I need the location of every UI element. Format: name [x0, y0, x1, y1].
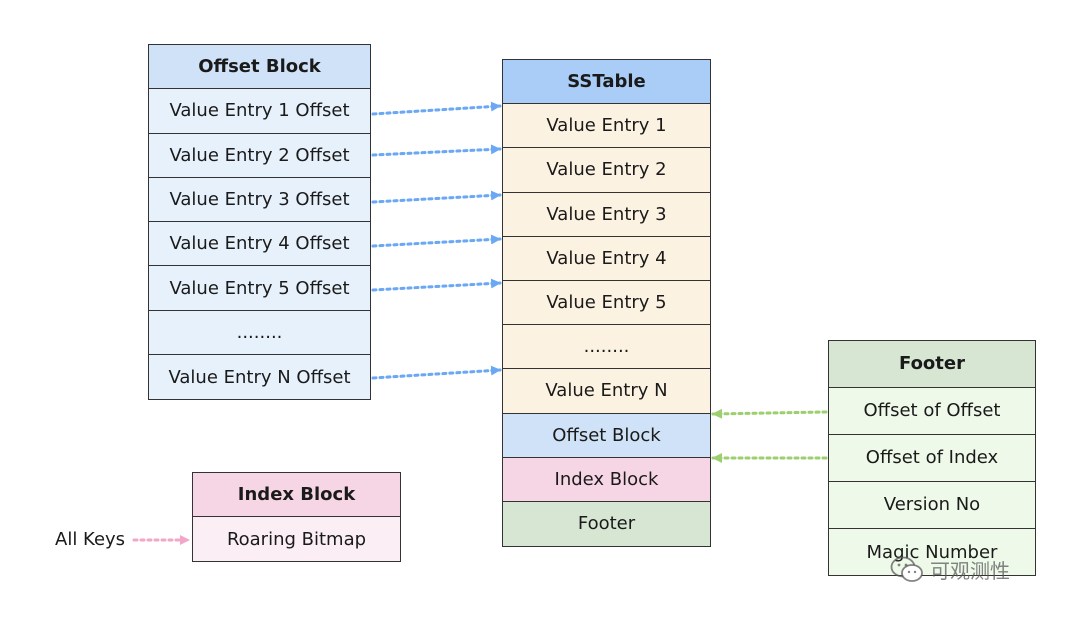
all-keys-label: All Keys [55, 529, 126, 550]
sstable-value-entry-n: Value Entry N [503, 369, 710, 414]
offset-row-3: Value Entry 3 Offset [149, 177, 370, 223]
offset-block-table: Offset Block Value Entry 1 Offset Value … [148, 44, 371, 400]
offset-row-5: Value Entry 5 Offset [149, 266, 370, 311]
arrow-offset-1 [371, 101, 502, 116]
arrow-offset-3 [371, 190, 502, 204]
index-roaring-bitmap: Roaring Bitmap [193, 517, 400, 562]
footer-offset-of-index: Offset of Index [829, 434, 1035, 482]
sstable-footer: Footer [503, 501, 710, 547]
sstable-value-entry-3: Value Entry 3 [503, 192, 710, 237]
wechat-icon [890, 556, 923, 582]
watermark: 可观测性 [890, 555, 1010, 584]
arrow-offset-n [371, 365, 502, 380]
arrow-footer-offset [711, 408, 828, 419]
arrow-offset-4 [371, 234, 502, 248]
sstable-offset-block: Offset Block [503, 413, 710, 458]
sstable-value-entry-2: Value Entry 2 [503, 148, 710, 193]
footer-version-no: Version No [829, 481, 1035, 529]
watermark-text: 可观测性 [930, 559, 1010, 583]
offset-row-n: Value Entry N Offset [149, 355, 370, 400]
footer-offset-of-offset: Offset of Offset [829, 387, 1035, 435]
sstable-value-entry-4: Value Entry 4 [503, 236, 710, 281]
sstable-value-entry-5: Value Entry 5 [503, 280, 710, 326]
sstable-value-entry-1: Value Entry 1 [503, 104, 710, 149]
sstable-title: SSTable [503, 60, 710, 105]
footer-title: Footer [829, 341, 1035, 388]
offset-row-4: Value Entry 4 Offset [149, 222, 370, 267]
sstable-index-block: Index Block [503, 457, 710, 502]
offset-row-2: Value Entry 2 Offset [149, 133, 370, 178]
index-block-table: Index Block Roaring Bitmap [192, 472, 401, 562]
sstable-table: SSTable Value Entry 1 Value Entry 2 Valu… [502, 59, 711, 547]
index-block-title: Index Block [193, 473, 400, 518]
arrow-offset-5 [371, 278, 502, 292]
sstable-ellipsis: ........ [503, 325, 710, 370]
offset-block-title: Offset Block [149, 45, 370, 90]
offset-row-ellipsis: ........ [149, 310, 370, 356]
arrow-offset-2 [371, 144, 502, 157]
offset-row-1: Value Entry 1 Offset [149, 89, 370, 134]
